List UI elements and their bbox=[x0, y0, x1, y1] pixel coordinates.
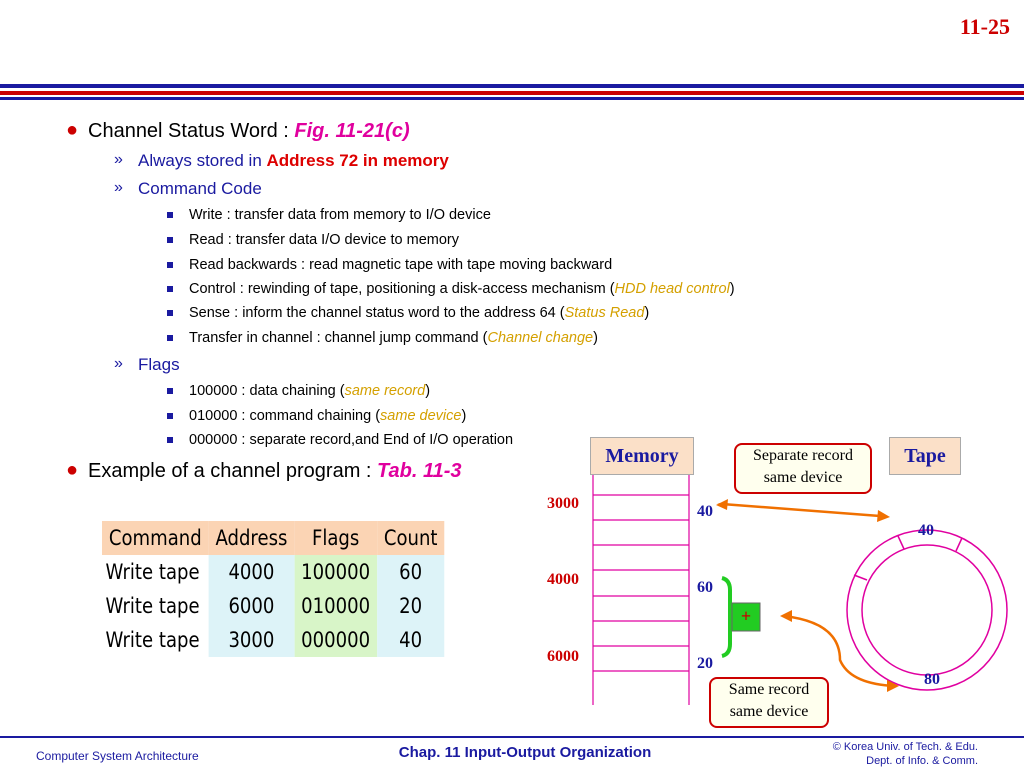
table-cell: 000000 bbox=[294, 623, 377, 657]
chevron-icon: » bbox=[114, 179, 123, 196]
table-cell: 100000 bbox=[294, 555, 377, 589]
column-header: Address bbox=[208, 521, 295, 555]
sub-bullet-command-code: » Command Code bbox=[114, 179, 262, 198]
footer-center: Chap. 11 Input-Output Organization bbox=[398, 744, 652, 761]
square-bullet-icon bbox=[167, 437, 173, 443]
count-label: 60 bbox=[697, 579, 713, 596]
column-header: Count bbox=[376, 521, 445, 555]
table-cell: 20 bbox=[376, 589, 445, 623]
tape-mark: 40 bbox=[918, 522, 934, 539]
bullet-dot-icon: ● bbox=[66, 119, 79, 141]
table-cell: 010000 bbox=[294, 589, 377, 623]
square-bullet-icon bbox=[167, 237, 173, 243]
list-item: Sense : inform the channel status word t… bbox=[167, 305, 649, 321]
tape-reel bbox=[846, 529, 1008, 691]
tape-label: Tape bbox=[889, 437, 961, 475]
callout-separate-record: Separate record same device bbox=[734, 443, 872, 494]
table-row: Write tape 6000 010000 20 bbox=[102, 589, 445, 623]
column-header: Command bbox=[102, 521, 209, 555]
figure-ref: Fig. 11-21(c) bbox=[294, 120, 410, 142]
list-item: Control : rewinding of tape, positioning… bbox=[167, 281, 735, 297]
table-cell: 4000 bbox=[208, 555, 295, 589]
count-label: 20 bbox=[697, 655, 713, 672]
table-ref: Tab. 11-3 bbox=[377, 460, 462, 482]
list-item: Read backwards : read magnetic tape with… bbox=[167, 257, 612, 273]
list-item: 010000 : command chaining (same device) bbox=[167, 408, 466, 424]
footer-right: © Korea Univ. of Tech. & Edu. Dept. of I… bbox=[832, 741, 978, 767]
bracket-icon bbox=[721, 576, 732, 658]
table-cell: Write tape bbox=[102, 623, 209, 657]
table-row: Write tape 4000 100000 60 bbox=[102, 555, 445, 589]
memory-label: Memory bbox=[590, 437, 694, 475]
list-item: Read : transfer data I/O device to memor… bbox=[167, 232, 459, 248]
footer-left: Computer System Architecture bbox=[36, 749, 199, 763]
square-bullet-icon bbox=[167, 310, 173, 316]
sub-bullet-address: » Always stored in Address 72 in memory bbox=[114, 151, 449, 170]
callout-same-record: Same record same device bbox=[709, 677, 829, 728]
plus-box bbox=[731, 602, 761, 632]
address-label: 6000 bbox=[547, 648, 579, 665]
footer-rule bbox=[0, 736, 1024, 738]
list-item: Transfer in channel : channel jump comma… bbox=[167, 330, 598, 346]
table-row: Write tape 3000 000000 40 bbox=[102, 623, 445, 657]
table-cell: 3000 bbox=[208, 623, 295, 657]
header-rule bbox=[0, 84, 1024, 100]
plus-icon: + bbox=[740, 606, 752, 626]
sub-bullet-flags: » Flags bbox=[114, 355, 180, 374]
square-bullet-icon bbox=[167, 262, 173, 268]
square-bullet-icon bbox=[167, 388, 173, 394]
table-header-row: Command Address Flags Count bbox=[102, 521, 445, 555]
list-item: 000000 : separate record,and End of I/O … bbox=[167, 432, 513, 448]
address-label: 4000 bbox=[547, 571, 579, 588]
table-cell: Write tape bbox=[102, 555, 209, 589]
bullet-dot-icon: ● bbox=[66, 459, 79, 481]
square-bullet-icon bbox=[167, 212, 173, 218]
arrow-head-icon bbox=[716, 499, 728, 510]
arrow-head-icon bbox=[887, 680, 899, 692]
square-bullet-icon bbox=[167, 335, 173, 341]
table-cell: 6000 bbox=[208, 589, 295, 623]
memory-grid bbox=[592, 475, 690, 705]
address-label: 3000 bbox=[547, 495, 579, 512]
square-bullet-icon bbox=[167, 286, 173, 292]
slide-number: 11-25 bbox=[959, 14, 1010, 39]
list-item: Write : transfer data from memory to I/O… bbox=[167, 207, 491, 223]
column-header: Flags bbox=[294, 521, 377, 555]
arrows bbox=[717, 502, 896, 688]
count-label: 40 bbox=[697, 503, 713, 520]
tape-mark: 80 bbox=[924, 671, 940, 688]
bullet-channel-program: ● Example of a channel program : Tab. 11… bbox=[66, 459, 462, 482]
chevron-icon: » bbox=[114, 355, 123, 372]
arrow-head-icon bbox=[877, 510, 890, 522]
bullet-channel-status-word: ● Channel Status Word : Fig. 11-21(c) bbox=[66, 119, 410, 142]
square-bullet-icon bbox=[167, 413, 173, 419]
table-cell: 60 bbox=[376, 555, 445, 589]
table-cell: Write tape bbox=[102, 589, 209, 623]
arrow-head-icon bbox=[780, 610, 792, 622]
table-cell: 40 bbox=[376, 623, 445, 657]
list-item: 100000 : data chaining (same record) bbox=[167, 383, 430, 399]
channel-program-table: Command Address Flags Count Write tape 4… bbox=[102, 521, 445, 657]
chevron-icon: » bbox=[114, 151, 123, 168]
